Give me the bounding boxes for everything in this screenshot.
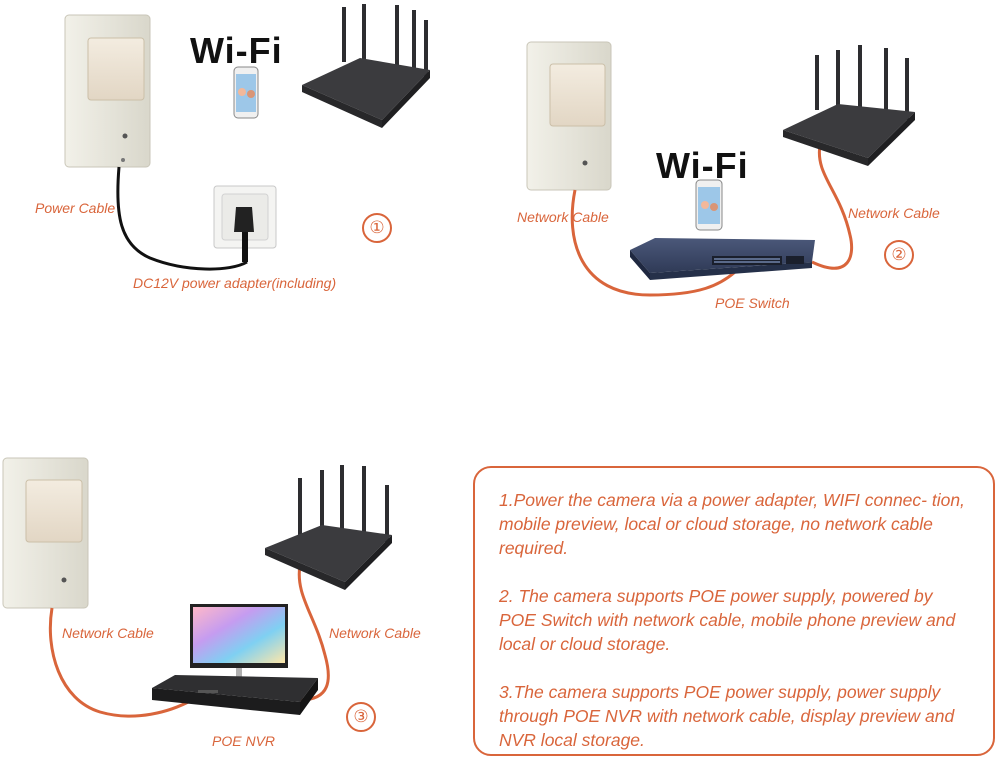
poe-switch-label: POE Switch [715,295,790,311]
monitor [190,604,288,684]
phone-1 [234,67,258,118]
network-cable-label-2b: Network Cable [848,205,940,221]
network-cable-label-3b: Network Cable [329,625,421,641]
poe-nvr [152,675,318,715]
router-2 [783,45,915,166]
camera-2 [527,42,611,190]
step-3-badge: ③ [346,702,376,732]
wifi-label-1: Wi-Fi [190,30,283,72]
wifi-label-2: Wi-Fi [656,145,749,187]
poe-nvr-label: POE NVR [212,733,275,749]
note-1: 1.Power the camera via a power adapter, … [499,488,967,560]
network-cable-label-2a: Network Cable [517,209,609,225]
poe-switch [630,238,815,280]
network-cable-label-3a: Network Cable [62,625,154,641]
step-1-badge: ① [362,213,392,243]
note-2: 2. The camera supports POE power supply,… [499,584,967,656]
router-3 [265,465,392,590]
wall-socket [214,186,276,262]
router-1 [302,4,430,128]
camera-1 [65,15,150,167]
power-cable-label: Power Cable [35,200,115,216]
step-2-badge: ② [884,240,914,270]
scenario-3 [3,458,392,716]
camera-3 [3,458,88,608]
network-cable-switch-router [812,145,852,268]
notes-panel: 1.Power the camera via a power adapter, … [473,466,995,756]
note-3: 3.The camera supports POE power supply, … [499,680,967,752]
phone-2 [696,180,722,230]
adapter-label: DC12V power adapter(including) [133,275,336,291]
